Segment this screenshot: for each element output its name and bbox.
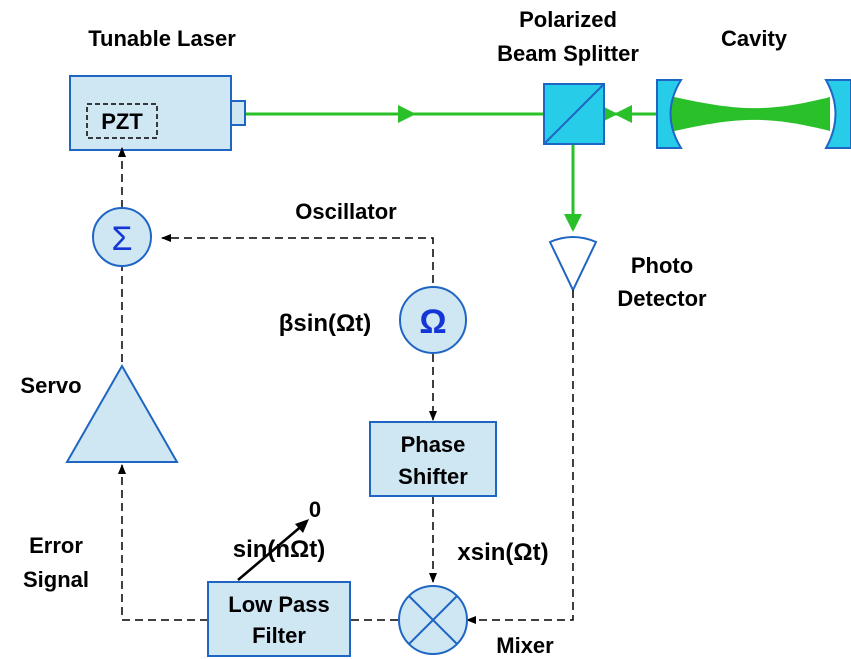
summer-circle (92, 207, 152, 267)
servo-amplifier (65, 363, 179, 463)
photo-detector (548, 236, 598, 293)
cavity-label: Cavity (721, 26, 788, 51)
cavity-mirror-left (656, 79, 683, 149)
sin-n-label: sin(nΩt) (233, 536, 326, 563)
error-signal-label-line1: Error (29, 533, 83, 558)
pzt-label: PZT (101, 109, 143, 134)
oscillator-circle (399, 286, 467, 354)
pzt-box (86, 103, 158, 139)
photo-detector-label-line1: Photo (631, 253, 693, 278)
mixer-label: Mixer (496, 633, 554, 658)
servo-label: Servo (20, 373, 81, 398)
lpf-label-line1: Low Pass (228, 592, 329, 617)
phase-shifter-label-line2: Shifter (398, 464, 468, 489)
cavity-mirror-right (824, 79, 851, 149)
phase-shifter-box (369, 421, 497, 497)
beam-splitter (543, 83, 605, 145)
error-signal-label-line2: Signal (23, 567, 89, 592)
oscillator-label: Oscillator (295, 199, 397, 224)
mixer-symbol (398, 585, 468, 655)
sigma-symbol: Σ (111, 220, 132, 258)
beam-arrow-forward (398, 105, 416, 123)
tunable-laser-box (69, 75, 232, 151)
beam-arrow-left (614, 105, 632, 123)
low-pass-filter-box (207, 581, 351, 657)
tunable-laser-label: Tunable Laser (88, 26, 236, 51)
harmonic-selector-arrow (237, 519, 309, 581)
lpf-label-line2: Filter (252, 623, 306, 648)
omega-symbol: Ω (419, 303, 446, 341)
zero-label: 0 (309, 497, 321, 522)
beam-splitter-label-line2: Beam Splitter (497, 41, 639, 66)
cavity-beam (670, 96, 830, 132)
beam-arrow-down (564, 214, 582, 232)
phase-shifter-label-line1: Phase (401, 432, 466, 457)
laser-output-port (230, 100, 246, 126)
photo-detector-label-line2: Detector (617, 286, 707, 311)
beam-splitter-label-line1: Polarized (519, 7, 617, 32)
beta-sin-label: βsin(Ωt) (279, 310, 372, 337)
signal-lines (118, 147, 574, 624)
x-sin-label: xsin(Ωt) (457, 539, 548, 566)
